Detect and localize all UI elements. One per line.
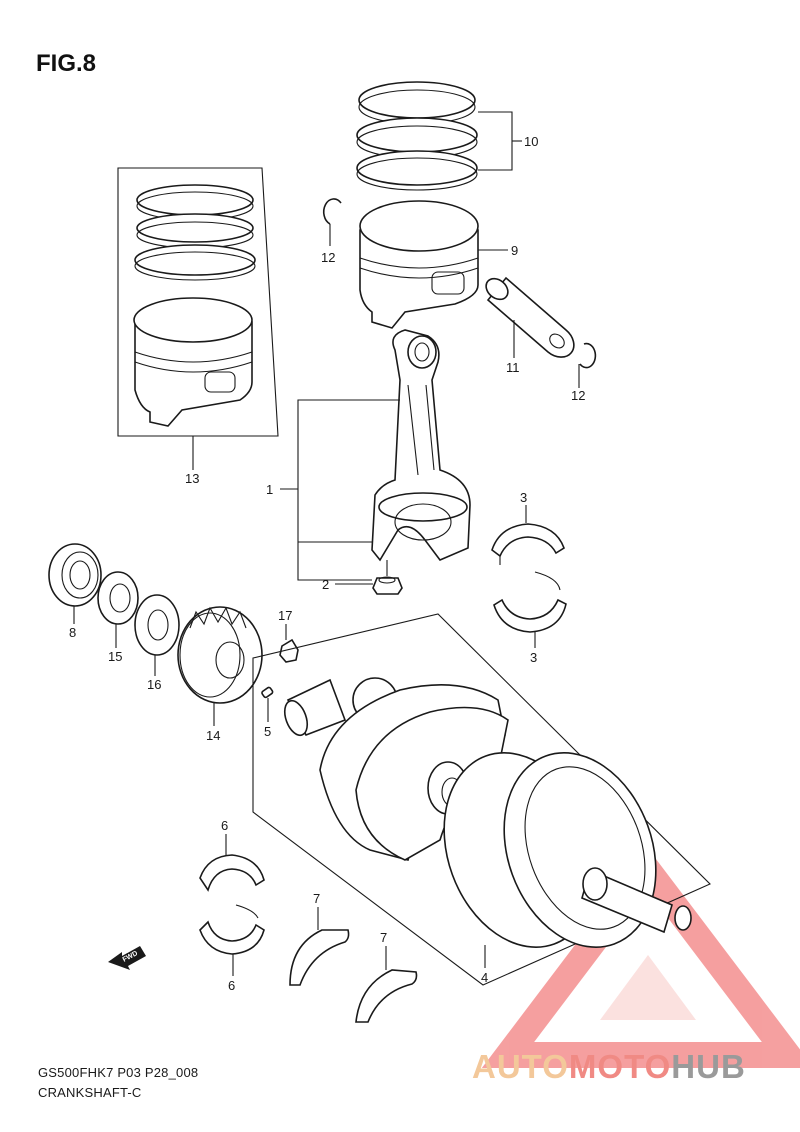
piston-9 xyxy=(359,200,479,329)
conrod-bearing-3-upper xyxy=(491,523,565,565)
label-12-upper: 12 xyxy=(321,250,335,265)
fwd-arrow-icon: FWD xyxy=(108,946,146,970)
crankshaft-4 xyxy=(252,613,711,986)
circlip-12-upper xyxy=(322,198,342,225)
footer-diagram-name: CRANKSHAFT-C xyxy=(38,1085,142,1100)
label-15: 15 xyxy=(108,649,122,664)
oil-seal-8 xyxy=(48,543,102,607)
label-3-upper: 3 xyxy=(520,490,527,505)
leader-lines xyxy=(73,111,580,976)
connecting-rod-1 xyxy=(371,329,471,562)
label-2: 2 xyxy=(322,577,329,592)
label-7-left: 7 xyxy=(313,891,320,906)
label-6-lower: 6 xyxy=(228,978,235,993)
main-bearing-6-upper xyxy=(199,854,265,892)
thrust-washer-7-left xyxy=(289,929,350,986)
label-14: 14 xyxy=(206,728,220,743)
brand-part-auto: AUTO xyxy=(472,1048,569,1085)
footer-diagram-code: GS500FHK7 P03 P28_008 xyxy=(38,1065,199,1080)
brand-part-hub: HUB xyxy=(671,1048,746,1085)
circlip-12-lower xyxy=(579,342,597,369)
label-1: 1 xyxy=(266,482,273,497)
callout-labels: 10 9 12 11 12 13 1 2 3 3 8 15 16 14 17 5… xyxy=(69,134,585,993)
label-7-right: 7 xyxy=(380,930,387,945)
label-10: 10 xyxy=(524,134,538,149)
brand-part-moto: MOTO xyxy=(568,1048,672,1085)
piston-assembly-13 xyxy=(117,167,279,437)
key-17 xyxy=(279,638,299,663)
brand-watermark-text: AUTOMOTOHUB xyxy=(472,1048,746,1086)
label-11: 11 xyxy=(506,360,520,375)
pin-5 xyxy=(261,686,274,699)
watermark-triangle-logo xyxy=(481,848,800,1068)
label-16: 16 xyxy=(147,677,161,692)
figure-title: FIG.8 xyxy=(36,50,97,77)
main-bearing-6-lower xyxy=(199,904,265,955)
label-3-lower: 3 xyxy=(530,650,537,665)
piston-pin-11 xyxy=(485,276,575,358)
thrust-washer-7-right xyxy=(355,969,418,1023)
label-13: 13 xyxy=(185,471,199,486)
piston-rings-10 xyxy=(356,81,478,191)
nut-2 xyxy=(372,560,403,595)
label-4: 4 xyxy=(481,970,488,985)
conrod-bearing-3-lower xyxy=(493,571,567,633)
spacer-15 xyxy=(97,571,139,625)
label-5: 5 xyxy=(264,724,271,739)
label-17: 17 xyxy=(278,608,292,623)
label-12-lower: 12 xyxy=(571,388,585,403)
label-6-upper: 6 xyxy=(221,818,228,833)
crank-gear-14 xyxy=(177,606,263,704)
label-9: 9 xyxy=(511,243,518,258)
label-8: 8 xyxy=(69,625,76,640)
washer-16 xyxy=(134,594,180,656)
